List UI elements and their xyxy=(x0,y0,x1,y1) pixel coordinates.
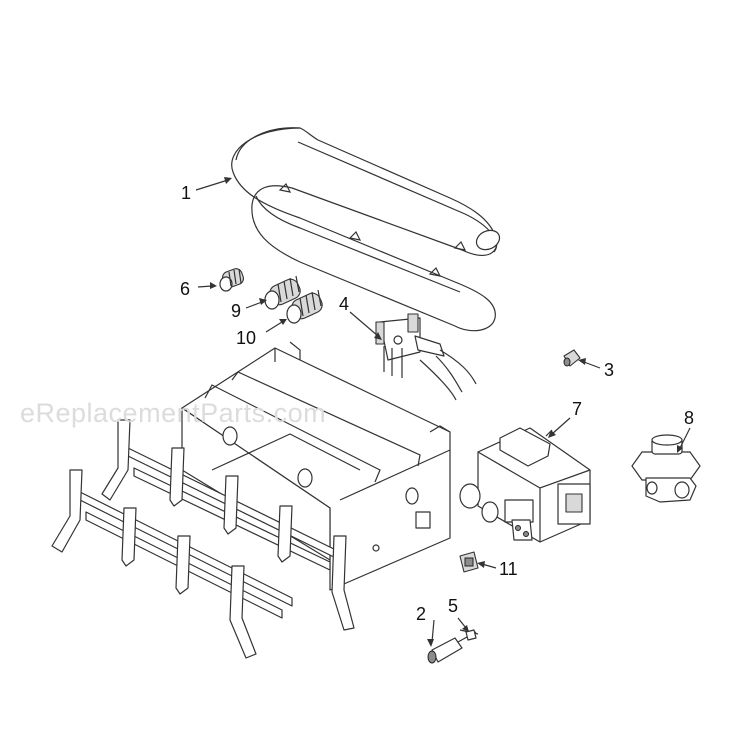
part-air-shutter-10[interactable] xyxy=(286,289,325,324)
callout-1[interactable]: 1 xyxy=(181,183,191,203)
watermark-text: eReplacementParts.com xyxy=(20,398,326,428)
part-switch[interactable] xyxy=(459,551,479,573)
part-orifice-6[interactable] xyxy=(219,267,245,292)
callout-8[interactable]: 8 xyxy=(684,408,694,428)
callout-4[interactable]: 4 xyxy=(339,294,349,314)
part-regulator[interactable] xyxy=(631,434,701,503)
callout-5[interactable]: 5 xyxy=(448,596,458,616)
part-air-shutter-9[interactable] xyxy=(264,275,303,310)
callout-3[interactable]: 3 xyxy=(604,360,614,380)
callout-2[interactable]: 2 xyxy=(416,604,426,624)
part-electrode[interactable] xyxy=(459,629,479,641)
part-burner-tube[interactable] xyxy=(231,127,503,332)
part-pilot-assembly[interactable] xyxy=(375,313,477,401)
leader-lines xyxy=(195,177,691,647)
callout-6[interactable]: 6 xyxy=(180,279,190,299)
callout-11[interactable]: 11 xyxy=(499,559,518,579)
part-grate[interactable] xyxy=(51,419,355,659)
callout-7[interactable]: 7 xyxy=(572,399,582,419)
callout-10[interactable]: 10 xyxy=(236,328,256,348)
part-fitting-3[interactable] xyxy=(563,349,581,367)
callout-9[interactable]: 9 xyxy=(231,301,241,321)
part-burner-pan[interactable] xyxy=(181,341,451,591)
part-gas-valve[interactable] xyxy=(459,427,591,543)
